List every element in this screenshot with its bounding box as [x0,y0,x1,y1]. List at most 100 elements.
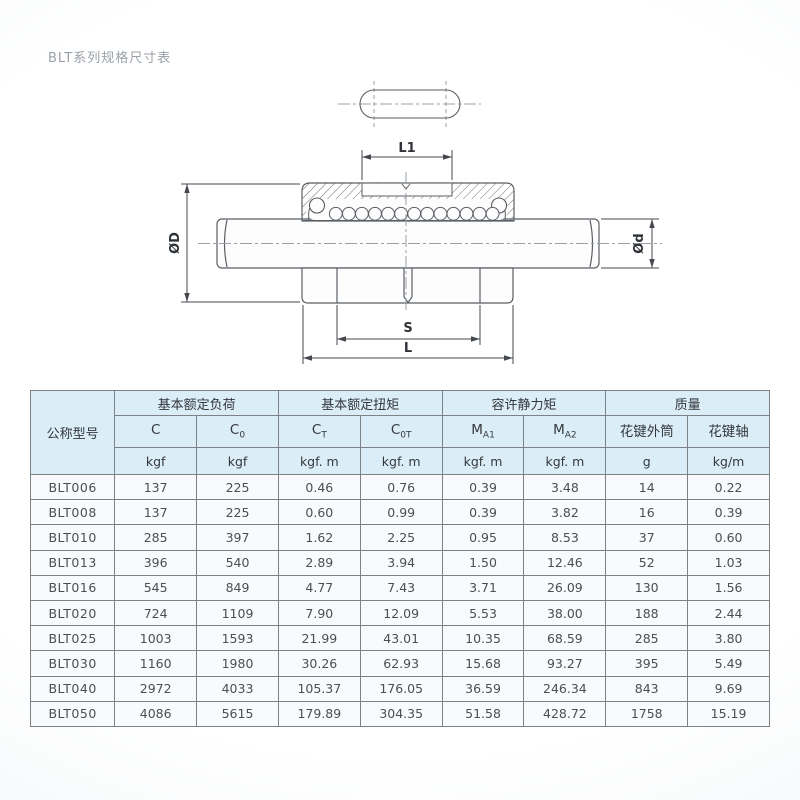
unit-ma2: kgf. m [523,447,607,475]
cell-value: 1980 [196,650,279,677]
cell-value: 10.35 [441,625,525,652]
cell-value: 849 [196,574,279,601]
cell-value: 0.76 [359,473,443,501]
cell-value: 1.03 [687,549,770,576]
cell-value: 545 [114,574,198,601]
cell-value: 395 [605,650,689,677]
cell-model: BLT010 [29,524,116,551]
cell-value: 540 [196,549,279,576]
ball [433,206,448,221]
cell-value: 5.49 [687,650,770,677]
cell-value: 1109 [196,599,279,627]
cell-value: 1003 [114,625,198,652]
dim-label-l1: L1 [398,141,415,156]
cell-value: 5.53 [441,599,525,627]
ball [342,206,356,221]
cell-value: 0.46 [277,473,361,501]
cell-value: 2972 [114,675,198,702]
unit-c0: kgf [196,447,279,475]
ball [355,206,369,221]
unit-ma1: kgf. m [441,447,525,475]
cell-value: 1758 [605,700,689,727]
cell-value: 246.34 [523,675,607,702]
cell-value: 3.80 [687,625,770,652]
group-header-static-moment: 容许静力矩 [441,390,607,416]
cell-value: 105.37 [277,675,361,702]
group-header-mass: 质量 [605,390,770,416]
corner-ball-left [308,197,326,214]
cell-value: 5615 [196,700,279,727]
ball [446,206,461,221]
cell-value: 0.22 [687,473,770,501]
col-header-model: 公称型号 [29,390,116,475]
cell-value: 304.35 [359,700,443,727]
cell-value: 3.71 [441,574,525,601]
cell-value: 93.27 [523,650,607,677]
unit-c: kgf [114,447,198,475]
cell-value: 43.01 [359,625,443,652]
cell-model: BLT030 [29,650,116,677]
cell-value: 1.62 [277,524,361,551]
dim-label-s: S [403,321,412,336]
ball [459,206,474,221]
cell-value: 179.89 [277,700,361,727]
cell-value: 8.53 [523,524,607,551]
cell-value: 9.69 [687,675,770,702]
cell-value: 52 [605,549,689,576]
nut-cross-section [301,182,515,222]
cell-model: BLT050 [29,700,116,727]
ball [472,206,487,221]
cell-value: 130 [605,574,689,601]
ball [485,206,500,221]
unit-ct: kgf. m [277,447,361,475]
cell-model: BLT013 [29,549,116,576]
cell-value: 2.89 [277,549,361,576]
cell-value: 137 [114,473,198,501]
cell-value: 3.94 [359,549,443,576]
ball [368,206,382,221]
cell-value: 16 [605,499,689,526]
cell-value: 3.48 [523,473,607,501]
cell-model: BLT008 [29,499,116,526]
nut-bottom-view [301,267,514,304]
cell-model: BLT016 [29,574,116,601]
ball [420,206,435,221]
group-header-rated-load: 基本额定负荷 [114,390,279,416]
cell-value: 2.25 [359,524,443,551]
cell-model: BLT025 [29,625,116,652]
cell-value: 0.39 [687,499,770,526]
col-header-ma2: MA2 [523,415,607,448]
ball [328,206,343,221]
cell-value: 0.99 [359,499,443,526]
ball-row [328,206,500,221]
cell-value: 0.39 [441,473,525,501]
unit-c0t: kgf. m [359,447,443,475]
cell-value: 225 [196,473,279,501]
col-header-ma1: MA1 [441,415,525,448]
cell-value: 14 [605,473,689,501]
cell-value: 843 [605,675,689,702]
cell-value: 0.60 [277,499,361,526]
cell-value: 396 [114,549,198,576]
cell-value: 3.82 [523,499,607,526]
cell-value: 15.19 [687,700,770,727]
spec-table: 公称型号 基本额定负荷 基本额定扭矩 容许静力矩 质量 C C0 CT C0T … [29,390,770,727]
cell-value: 724 [114,599,198,627]
col-header-spline-shaft: 花键轴 [687,415,770,448]
cell-value: 285 [114,524,198,551]
cell-value: 62.93 [359,650,443,677]
unit-spline-shaft: kg/m [687,447,770,475]
cell-model: BLT020 [29,599,116,627]
col-header-c: C [114,415,198,448]
cell-value: 12.09 [359,599,443,627]
col-header-c0t: C0T [359,415,443,448]
cell-value: 225 [196,499,279,526]
cell-value: 37 [605,524,689,551]
